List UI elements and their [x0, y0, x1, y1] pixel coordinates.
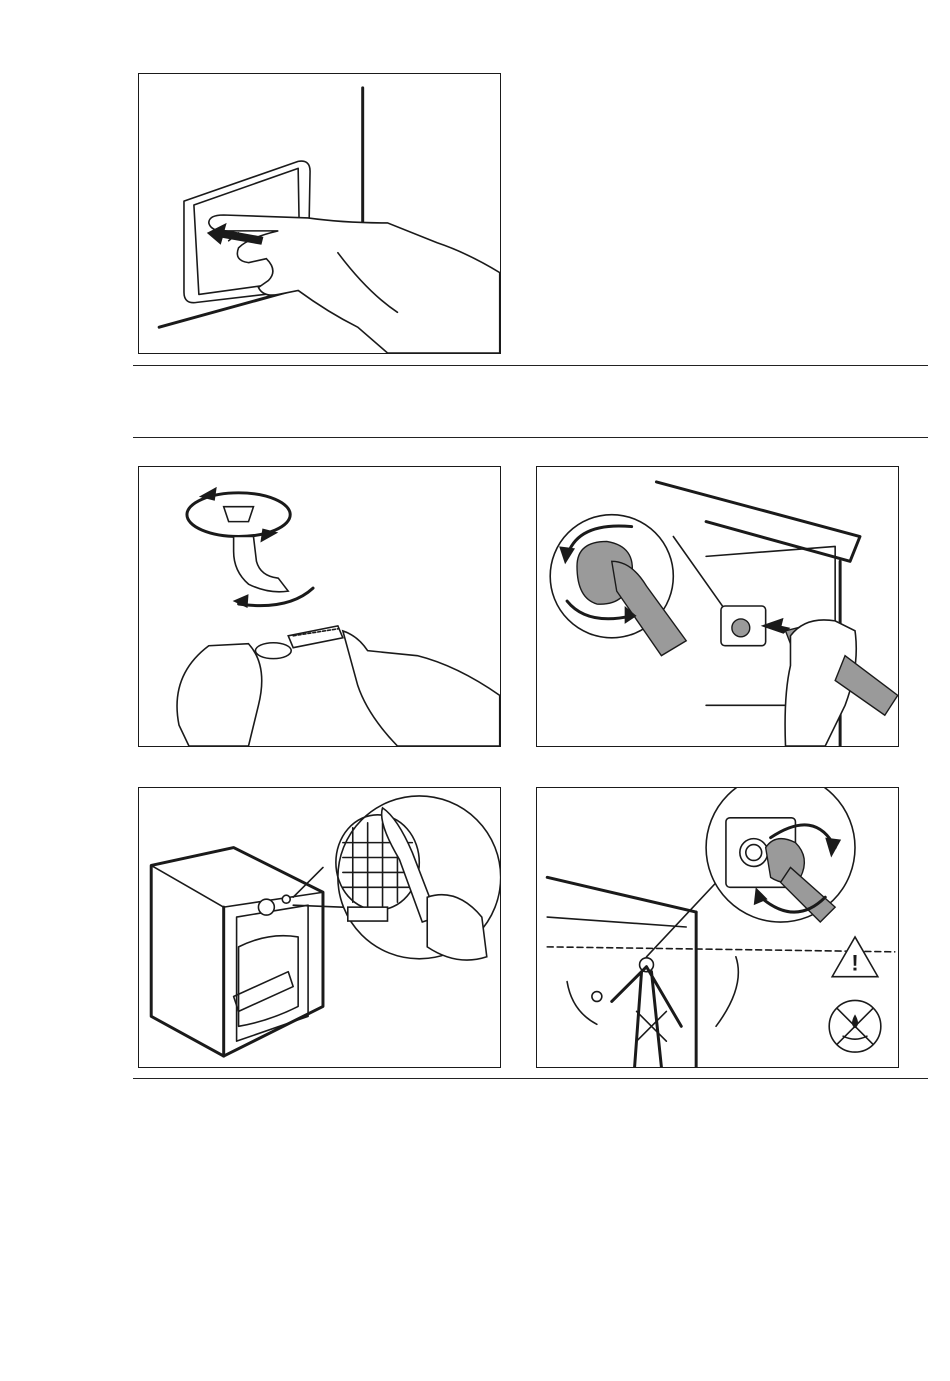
svg-text:!: !: [851, 951, 858, 976]
reconnect-hose-illustration: !: [537, 788, 898, 1067]
figure-push-button-panel: [138, 73, 501, 354]
tap-cleaning-illustration: [139, 467, 500, 746]
rear-filter-illustration: [139, 788, 500, 1067]
unscrew-hose-illustration: [537, 467, 898, 746]
figure-unscrew-inlet-hose: [536, 466, 899, 747]
section-divider: [133, 437, 928, 438]
push-panel-illustration: [139, 74, 500, 353]
figure-clean-rear-filter: [138, 787, 501, 1068]
section-divider: [133, 365, 928, 366]
figure-reconnect-inlet-hose: !: [536, 787, 899, 1068]
section-divider: [133, 1078, 928, 1079]
figure-clean-tap-and-filter: [138, 466, 501, 747]
